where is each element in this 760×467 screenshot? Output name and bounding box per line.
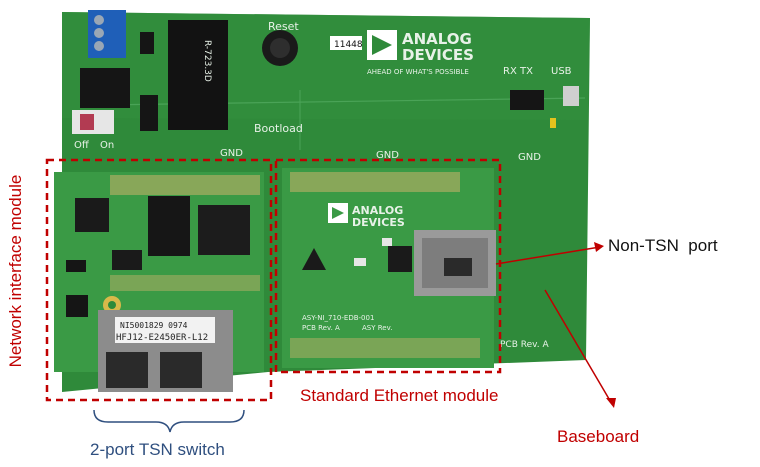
non-tsn-rj45-port — [414, 230, 496, 296]
terminal-block — [88, 10, 126, 58]
svg-text:PCB Rev. A: PCB Rev. A — [500, 340, 549, 350]
svg-text:USB: USB — [551, 66, 572, 77]
baseboard-label: Baseboard — [557, 427, 640, 446]
tsn-switch-brace — [93, 409, 245, 433]
svg-text:11448: 11448 — [334, 40, 363, 50]
label-sticker — [330, 36, 362, 50]
network-interface-module-outline — [45, 158, 273, 402]
svg-text:NI5001829 0974: NI5001829 0974 — [120, 321, 188, 330]
svg-text:RX TX: RX TX — [503, 66, 533, 77]
svg-text:ANALOG: ANALOG — [352, 204, 403, 217]
svg-text:On: On — [100, 140, 114, 151]
network-interface-module-label: Network interface module — [6, 174, 25, 368]
tsn-switch-label: 2-port TSN switch — [90, 440, 225, 459]
svg-text:R-723.3D: R-723.3D — [202, 40, 212, 82]
module-logo — [328, 203, 348, 223]
svg-text:ASY-NI_710-EDB-001: ASY-NI_710-EDB-001 — [302, 314, 374, 322]
svg-text:Off: Off — [74, 140, 90, 151]
svg-text:HFJ12-E2450ER-L12: HFJ12-E2450ER-L12 — [116, 333, 208, 343]
svg-text:DEVICES: DEVICES — [352, 216, 405, 229]
standard-ethernet-module-label: Standard Ethernet module — [300, 386, 499, 405]
svg-text:GND: GND — [518, 152, 541, 163]
svg-text:AHEAD OF WHAT'S POSSIBLE: AHEAD OF WHAT'S POSSIBLE — [367, 68, 469, 76]
svg-text:Bootload: Bootload — [254, 122, 303, 135]
reset-button — [262, 30, 298, 66]
standard-ethernet-module-outline — [274, 158, 502, 374]
power-switch — [72, 110, 114, 134]
svg-text:ASY Rev.: ASY Rev. — [362, 324, 392, 332]
svg-text:GND: GND — [220, 148, 243, 159]
baseboard-arrow — [544, 289, 613, 405]
svg-text:ANALOG: ANALOG — [402, 30, 472, 48]
svg-text:Reset: Reset — [268, 20, 299, 33]
analog-devices-logo — [367, 30, 397, 60]
esd-symbol — [302, 248, 326, 270]
tsn-rj45-connector: NI5001829 0974 HFJ12-E2450ER-L12 — [98, 310, 233, 392]
dc-jack — [80, 68, 130, 108]
non-tsn-port-label: Non-TSN port — [608, 236, 718, 255]
svg-text:PCB Rev. A: PCB Rev. A — [302, 324, 340, 332]
svg-text:GND: GND — [376, 150, 399, 161]
relay: R-723.3D — [168, 20, 228, 130]
non-tsn-port-arrow — [495, 246, 601, 265]
svg-text:DEVICES: DEVICES — [402, 46, 474, 64]
